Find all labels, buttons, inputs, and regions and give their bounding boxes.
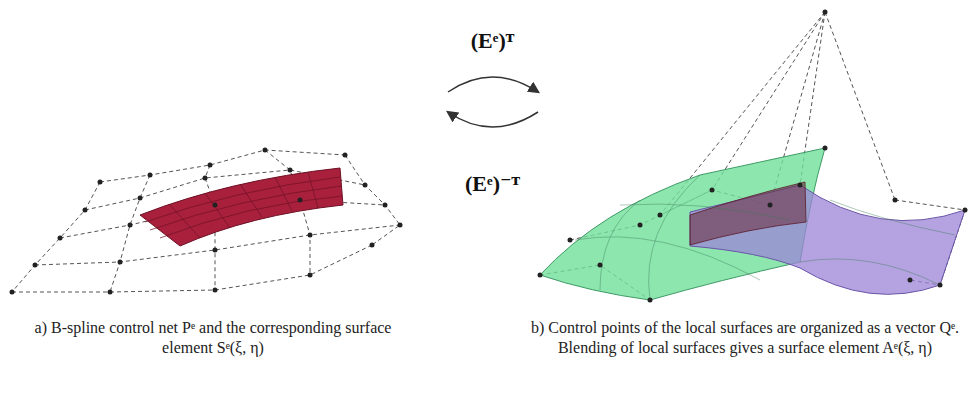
transform-arrow — [448, 77, 538, 92]
control-net — [540, 12, 965, 300]
surface-element — [140, 168, 343, 246]
caption: a) B-spline control net Pᵉ and the corre… — [8, 318, 418, 358]
local-surface — [690, 185, 965, 294]
surface-element — [690, 182, 806, 245]
operator-label: (Eᵉ)⁻ᵀ — [440, 170, 545, 197]
local-surface — [540, 148, 825, 300]
caption: b) Control points of the local surfaces … — [525, 318, 965, 358]
transform-arrow — [448, 112, 538, 127]
operator-label: (Eᵉ)ᵀ — [440, 28, 545, 54]
control-net — [12, 150, 400, 292]
